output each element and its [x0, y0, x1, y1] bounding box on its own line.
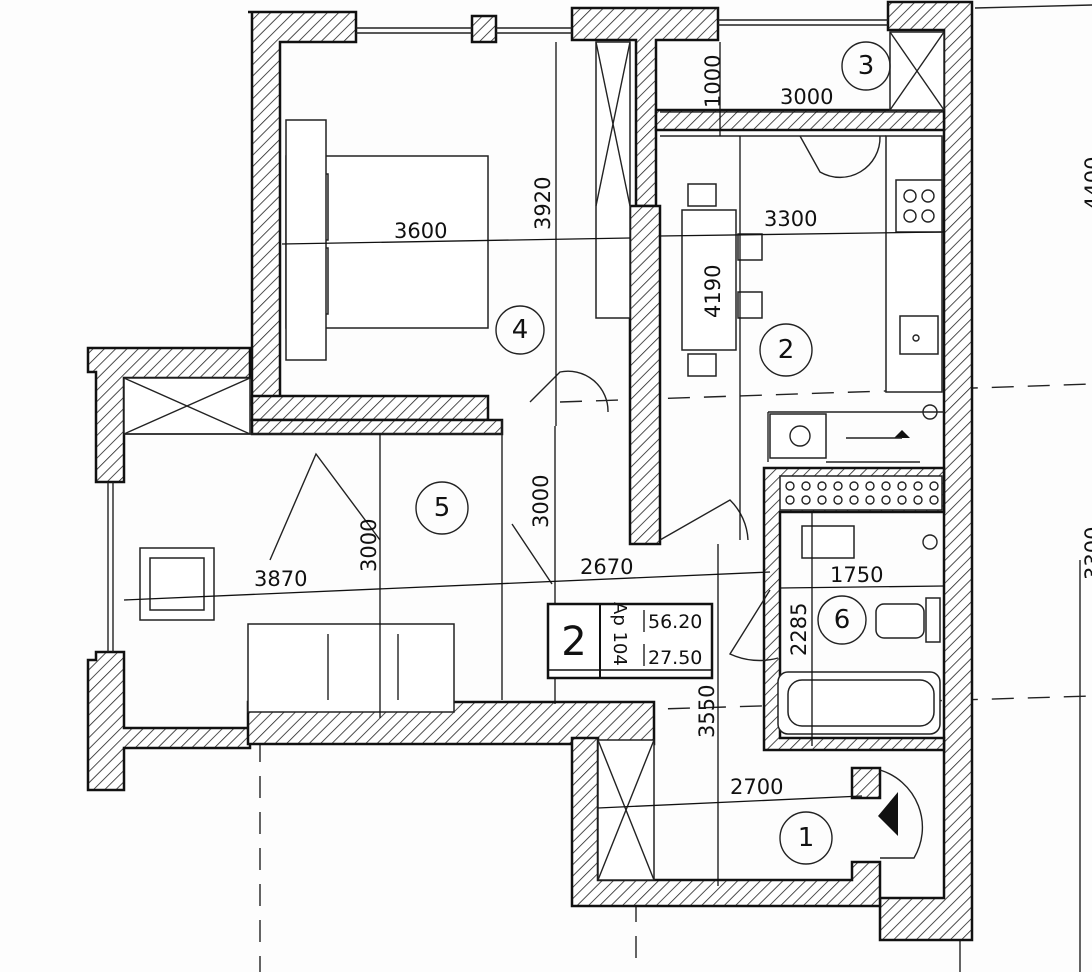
radiator-row [779, 475, 943, 511]
bath-sink [801, 525, 855, 559]
wall-wardrobe-bottom [654, 108, 946, 132]
svg-text:5: 5 [434, 493, 451, 523]
dim-bath-width: 1750 [830, 563, 883, 587]
dim-kitchen-width: 3300 [764, 207, 817, 231]
washer [769, 413, 827, 459]
dim-bath-length: 2285 [787, 603, 811, 656]
bed-headboard [285, 119, 327, 361]
dim-living-width: 3870 [254, 567, 307, 591]
chair-3 [737, 233, 763, 261]
wall-living-left [86, 346, 252, 484]
apartment-stamp: 2 Ар 104 56.20 27.50 [546, 602, 714, 680]
dim-wardrobe-depth: 1000 [701, 55, 725, 108]
wall-top-middle [570, 6, 720, 208]
chair-4 [737, 291, 763, 319]
svg-text:1: 1 [798, 823, 815, 853]
apartment-code: Ар 104 [609, 602, 630, 666]
apartment-living-area: 27.50 [648, 647, 702, 669]
dim-bedroom-length: 3920 [531, 177, 555, 230]
svg-text:4: 4 [512, 315, 529, 345]
room-labels: 1 2 3 4 5 6 [415, 41, 891, 865]
kitchen-table [681, 209, 737, 351]
room-5-label: 5 [415, 481, 469, 535]
wall-hall-side [850, 766, 882, 800]
right-edge-text-bottom: 3300 [1081, 527, 1092, 580]
apartment-rooms-count: 2 [561, 619, 586, 665]
sink [899, 315, 939, 355]
dim-hall-width: 2700 [730, 775, 783, 799]
wall-bedroom-bottom [250, 394, 490, 422]
dim-living-length: 3000 [357, 519, 381, 572]
wall-kitchen-partition [628, 204, 662, 546]
wall-bedroom-bottom-2 [250, 418, 504, 436]
toilet-tank [925, 597, 941, 643]
entrance-arrow-icon [878, 792, 898, 836]
chair-2 [687, 353, 717, 377]
room-1-label: 1 [779, 811, 833, 865]
dim-corridor-width: 2670 [580, 555, 633, 579]
svg-text:6: 6 [834, 605, 851, 635]
right-edge-text-top: 4400 [1081, 157, 1092, 210]
room-4-label: 4 [495, 305, 545, 355]
room-6-label: 6 [817, 595, 867, 645]
dimension-lines [123, 42, 945, 886]
dim-hall-length: 3550 [695, 685, 719, 738]
sofa [247, 623, 455, 713]
dim-bedroom-width: 3600 [394, 219, 447, 243]
wall-living-left-lower [86, 650, 252, 792]
dim-corridor-length: 3000 [529, 475, 553, 528]
walls [86, 0, 974, 942]
dimension-labels: 3600 3920 1000 3000 3300 4190 3870 3000 … [254, 55, 1092, 799]
apartment-total-area: 56.20 [648, 611, 702, 633]
windows [107, 19, 888, 652]
stove [895, 179, 943, 233]
toilet [875, 603, 925, 639]
room-3-label: 3 [841, 41, 891, 91]
chair-1 [687, 183, 717, 207]
svg-text:2: 2 [778, 335, 795, 365]
dim-wardrobe-length: 3000 [780, 85, 833, 109]
wall-bedroom-top [248, 10, 358, 407]
room-2-label: 2 [759, 323, 813, 377]
wall-column-top [470, 14, 498, 44]
dim-kitchen-length: 4190 [701, 265, 725, 318]
svg-text:3: 3 [858, 51, 875, 81]
furniture [123, 31, 945, 881]
